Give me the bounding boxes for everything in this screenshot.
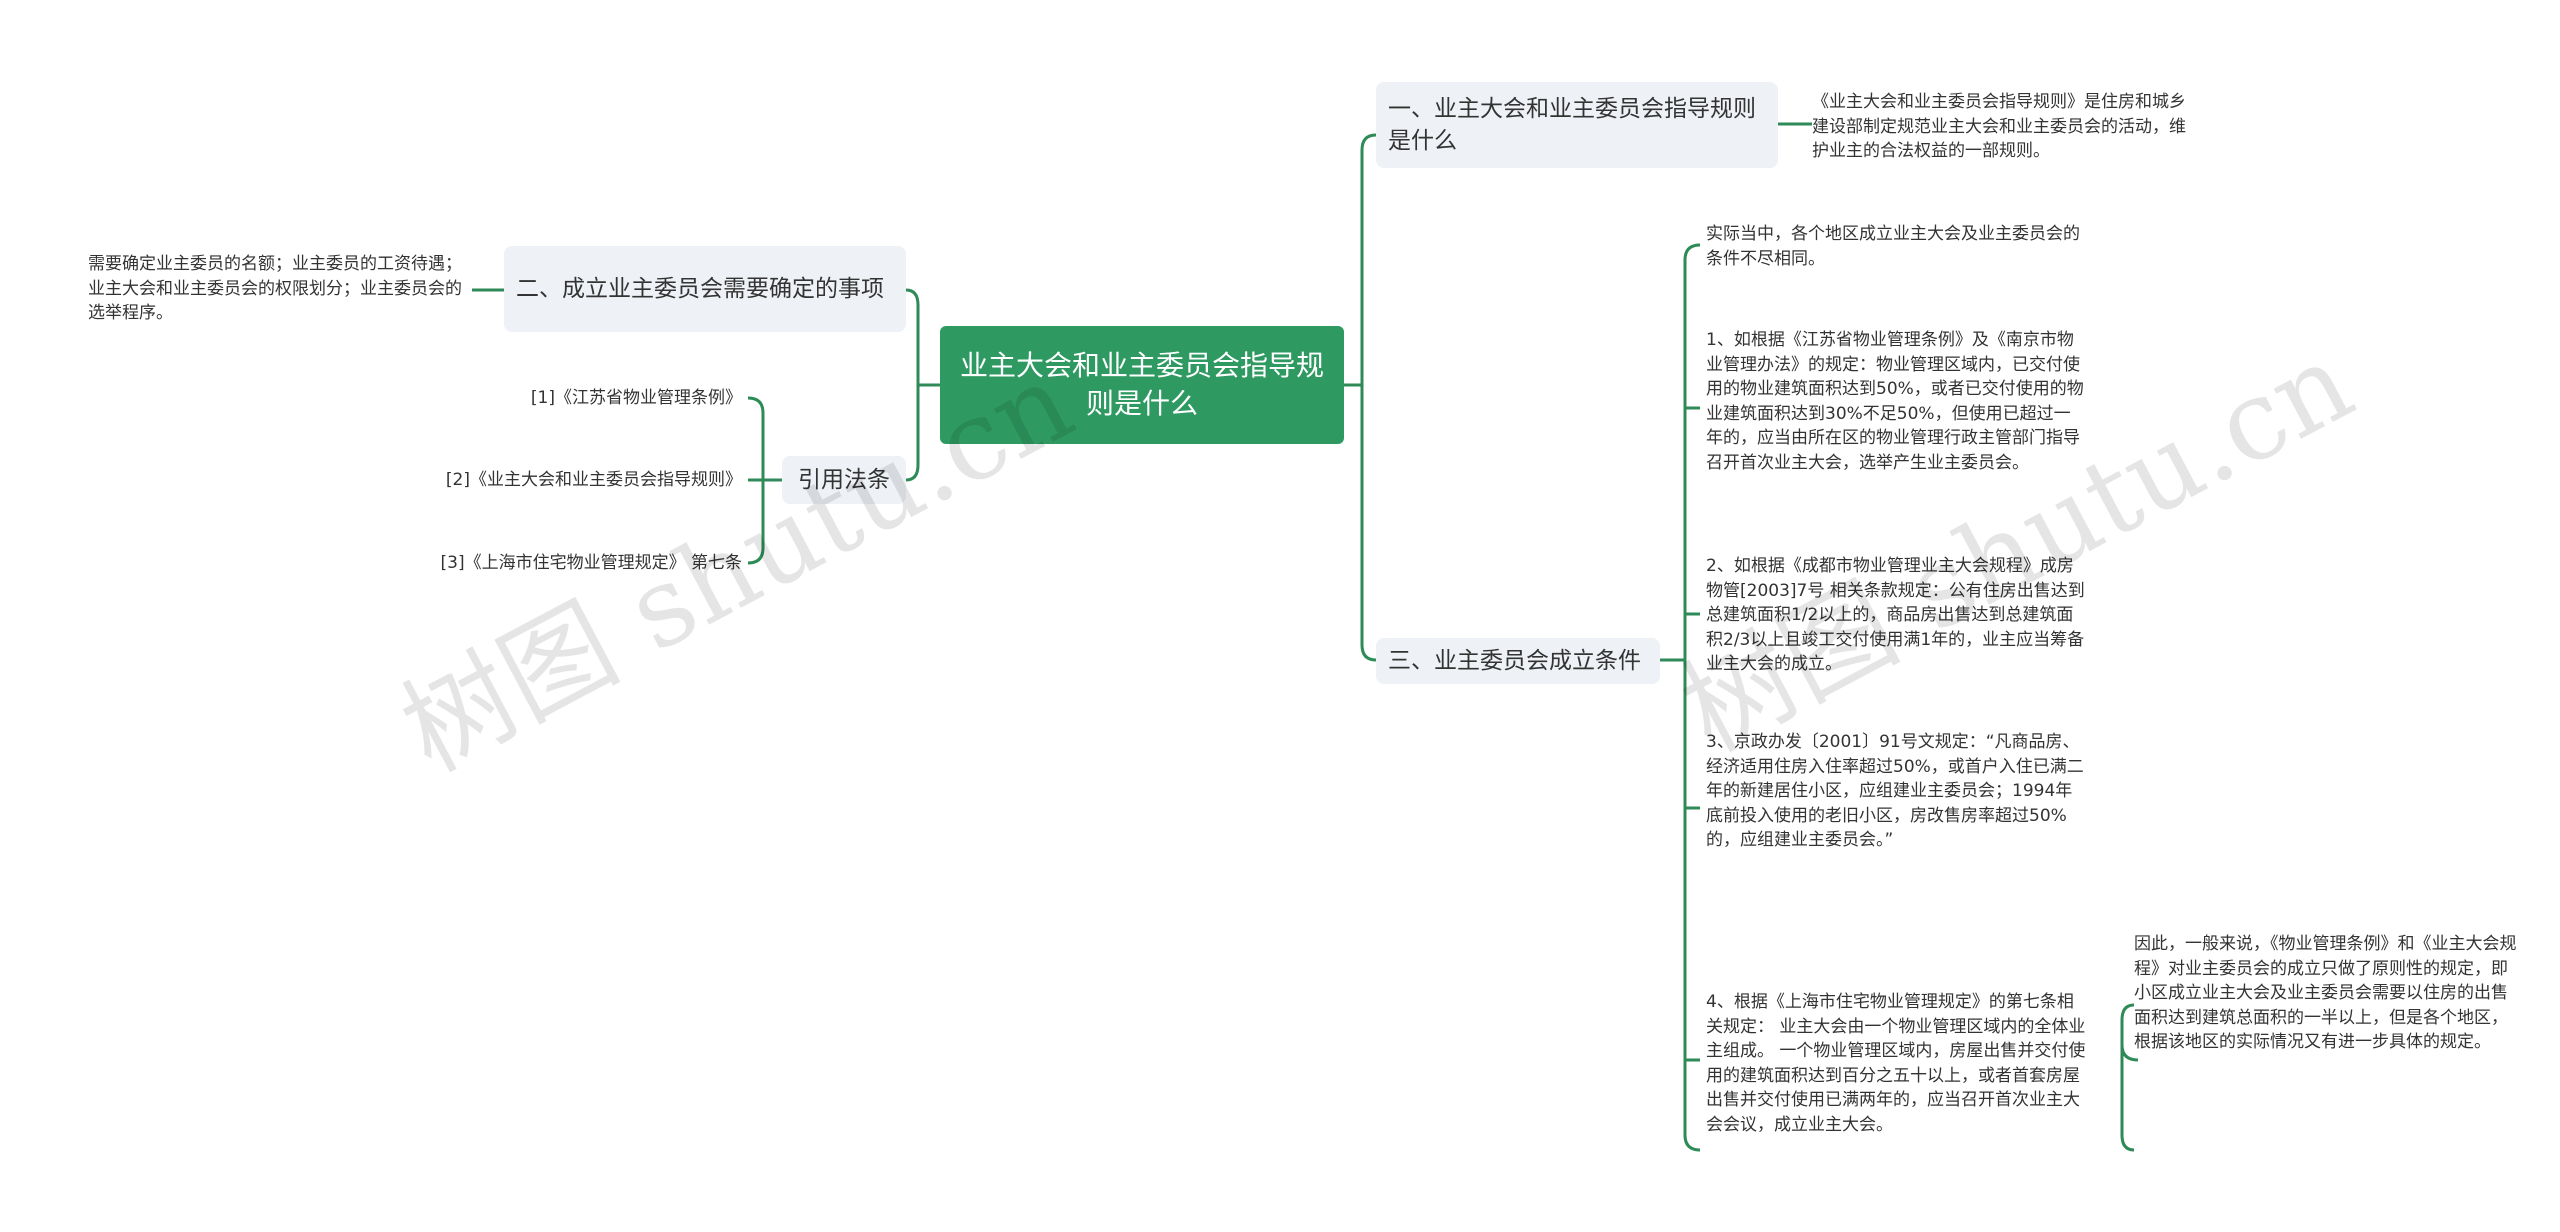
branch-three-label: 三、业主委员会成立条件 (1388, 648, 1641, 674)
branch-three-item-4-text: 4、根据《上海市住宅物业管理规定》的第七条相关规定： 业主大会由一个物业管理区域… (1706, 992, 2086, 1135)
reference-item-3-text: [3]《上海市住宅物业管理规定》 第七条 (440, 553, 742, 573)
branch-three-item-3[interactable]: 3、京政办发〔2001〕91号文规定：“凡商品房、经济适用住房入住率超过50%，… (1706, 730, 2086, 853)
branch-one-detail-text: 《业主大会和业主委员会指导规则》是住房和城乡建设部制定规范业主大会和业主委员会的… (1812, 92, 2186, 161)
branch-two-topic[interactable]: 二、成立业主委员会需要确定的事项 (504, 246, 906, 332)
branch-three-item-1-text: 1、如根据《江苏省物业管理条例》及《南京市物业管理办法》的规定：物业管理区域内，… (1706, 330, 2084, 473)
reference-item-1-text: [1]《江苏省物业管理条例》 (530, 388, 742, 408)
connector-branch-three-spine (1683, 243, 1701, 1152)
branch-one-label: 一、业主大会和业主委员会指导规则是什么 (1388, 96, 1756, 154)
references-label: 引用法条 (798, 467, 890, 493)
branch-three-item-intro-text: 实际当中，各个地区成立业主大会及业主委员会的条件不尽相同。 (1706, 224, 2080, 269)
branch-three-item-intro[interactable]: 实际当中，各个地区成立业主大会及业主委员会的条件不尽相同。 (1706, 222, 2086, 271)
root-topic-label: 业主大会和业主委员会指导规则是什么 (959, 349, 1324, 420)
branch-two-label: 二、成立业主委员会需要确定的事项 (516, 276, 884, 302)
branch-three-item-3-text: 3、京政办发〔2001〕91号文规定：“凡商品房、经济适用住房入住率超过50%，… (1706, 732, 2084, 850)
root-topic[interactable]: 业主大会和业主委员会指导规则是什么 (940, 326, 1344, 444)
branch-two-detail-text: 需要确定业主委员的名额；业主委员的工资待遇；业主大会和业主委员会的权限划分；业主… (88, 254, 462, 323)
branch-three-topic[interactable]: 三、业主委员会成立条件 (1376, 638, 1660, 684)
reference-item-2-text: [2]《业主大会和业主委员会指导规则》 (445, 470, 742, 490)
branch-three-conclusion[interactable]: 因此，一般来说，《物业管理条例》和《业主大会规程》对业主委员会的成立只做了原则性… (2134, 932, 2520, 1055)
reference-item-3[interactable]: [3]《上海市住宅物业管理规定》 第七条 (441, 551, 742, 575)
connector-conclusion-b (2120, 1045, 2135, 1152)
reference-item-2[interactable]: [2]《业主大会和业主委员会指导规则》 (446, 468, 742, 492)
reference-item-1[interactable]: [1]《江苏省物业管理条例》 (531, 386, 742, 410)
branch-two-detail[interactable]: 需要确定业主委员的名额；业主委员的工资待遇；业主大会和业主委员会的权限划分；业主… (88, 252, 464, 326)
branch-three-conclusion-text: 因此，一般来说，《物业管理条例》和《业主大会规程》对业主委员会的成立只做了原则性… (2134, 934, 2517, 1052)
references-topic[interactable]: 引用法条 (782, 456, 906, 504)
connector-right-spine (1360, 133, 1377, 662)
connector-left-spine (905, 288, 920, 482)
branch-three-item-4[interactable]: 4、根据《上海市住宅物业管理规定》的第七条相关规定： 业主大会由一个物业管理区域… (1706, 990, 2090, 1137)
connector-conclusion (2120, 1003, 2139, 1062)
branch-three-item-2[interactable]: 2、如根据《成都市物业管理业主大会规程》成房物管[2003]7号 相关条款规定：… (1706, 554, 2086, 677)
branch-three-item-2-text: 2、如根据《成都市物业管理业主大会规程》成房物管[2003]7号 相关条款规定：… (1706, 556, 2085, 674)
branch-one-detail[interactable]: 《业主大会和业主委员会指导规则》是住房和城乡建设部制定规范业主大会和业主委员会的… (1812, 90, 2192, 164)
branch-three-item-1[interactable]: 1、如根据《江苏省物业管理条例》及《南京市物业管理办法》的规定：物业管理区域内，… (1706, 328, 2086, 475)
branch-one-topic[interactable]: 一、业主大会和业主委员会指导规则是什么 (1376, 82, 1778, 168)
